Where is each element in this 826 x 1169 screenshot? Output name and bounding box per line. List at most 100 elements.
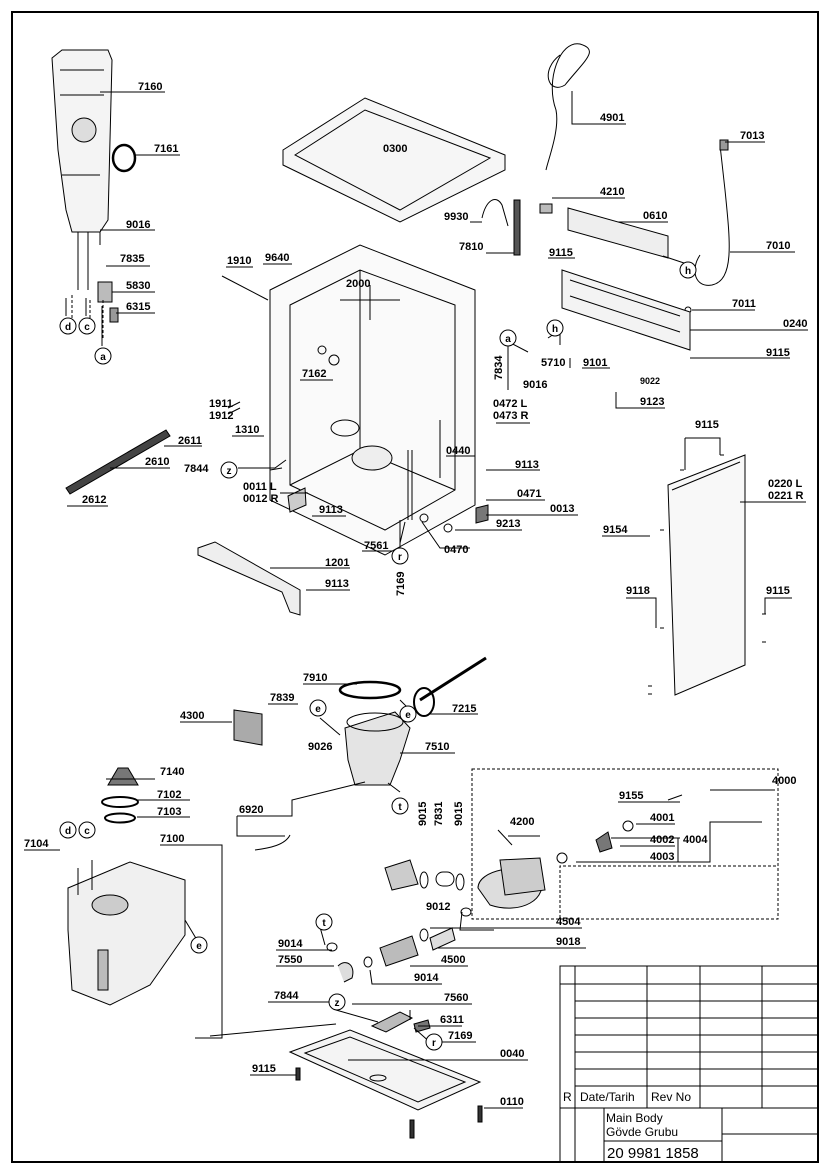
part-label: 4500: [441, 954, 465, 966]
part-label: 2611: [178, 435, 202, 447]
part-label: 7160: [138, 81, 162, 93]
part-label: 0011 L: [243, 481, 277, 493]
part-label: 9930: [444, 211, 468, 223]
part-label: 7162: [302, 368, 326, 380]
part-label: 1310: [235, 424, 259, 436]
part-label: 9115: [549, 247, 573, 259]
part-label: 0240: [783, 318, 807, 330]
part-label: 9016: [126, 219, 150, 231]
part-label: 7102: [157, 789, 181, 801]
callout-z: z: [227, 466, 232, 477]
part-label: 5710: [541, 357, 565, 369]
part-label: 9154: [603, 524, 628, 536]
part-label: 9113: [515, 459, 539, 471]
part-label: 9123: [640, 396, 664, 408]
part-label: 9026: [308, 741, 332, 753]
part-label: 7844: [274, 990, 299, 1002]
callout-circles: d c a h a h z r e e t d c e t z r: [59, 261, 697, 1051]
part-label: 0472 L: [493, 398, 528, 410]
part-label: 4002: [650, 834, 674, 846]
leader-lines: [24, 91, 808, 1109]
part-label: 7561: [364, 540, 388, 552]
part-label: 0013: [550, 503, 574, 515]
part-label: 9115: [695, 419, 719, 431]
part-label: 9118: [626, 585, 650, 597]
part-label: 9022: [640, 376, 660, 386]
part-label: 9640: [265, 252, 289, 264]
part-label: 4300: [180, 710, 204, 722]
part-label: 0040: [500, 1048, 524, 1060]
revision-r-label: R: [563, 1090, 572, 1104]
part-label: 0012 R: [243, 493, 279, 505]
callout-a: a: [505, 334, 511, 345]
callout-d: d: [65, 322, 71, 333]
part-label: 5830: [126, 280, 150, 292]
callout-h: h: [685, 266, 691, 277]
part-label: 2610: [145, 456, 169, 468]
callout-e: e: [196, 941, 202, 952]
drawing-number: 20 9981 1858: [607, 1145, 699, 1162]
part-label: 4210: [600, 186, 624, 198]
title-english: Main Body: [606, 1111, 663, 1125]
part-label: 4003: [650, 851, 674, 863]
callout-c: c: [84, 322, 90, 333]
part-label: 7831: [433, 802, 445, 826]
part-label: 9115: [766, 585, 790, 597]
part-label: 0610: [643, 210, 667, 222]
part-label: 7100: [160, 833, 184, 845]
title-block: [559, 965, 819, 1163]
part-label: 7835: [120, 253, 144, 265]
part-label: 7839: [270, 692, 294, 704]
part-label: 1910: [227, 255, 251, 267]
part-label: 9012: [426, 901, 450, 913]
part-label: 9015: [417, 802, 429, 826]
part-label: 0440: [446, 445, 470, 457]
part-label: 7169: [448, 1030, 472, 1042]
callout-c: c: [84, 826, 90, 837]
part-label: 0220 L: [768, 478, 803, 490]
date-column-header: Date/Tarih: [580, 1090, 635, 1104]
part-label: 7834: [493, 355, 505, 380]
part-label: 0470: [444, 544, 468, 556]
part-label: 7844: [184, 463, 209, 475]
part-label: 9101: [583, 357, 607, 369]
title-turkish: Gövde Grubu: [606, 1125, 678, 1139]
rev-column-header: Rev No: [651, 1090, 691, 1104]
part-label: 9015: [453, 802, 465, 826]
part-label: 7161: [154, 143, 178, 155]
part-label: 1201: [325, 557, 349, 569]
part-label: 9014: [414, 972, 439, 984]
part-label: 2000: [346, 278, 370, 290]
part-label: 7510: [425, 741, 449, 753]
part-label: 4000: [772, 775, 796, 787]
part-label: 2612: [82, 494, 106, 506]
callout-a: a: [100, 352, 106, 363]
part-label: 9115: [766, 347, 790, 359]
part-label: 7013: [740, 130, 764, 142]
callout-h: h: [552, 324, 558, 335]
part-label: 6920: [239, 804, 263, 816]
part-label: 7550: [278, 954, 302, 966]
title-block-text: R Date/Tarih Rev No Main Body Gövde Grub…: [563, 1090, 699, 1162]
part-label: 4901: [600, 112, 624, 124]
callout-e: e: [405, 710, 411, 721]
part-label: 9155: [619, 790, 643, 802]
part-label: 7810: [459, 241, 483, 253]
part-label: 4001: [650, 812, 674, 824]
part-label: 7169: [395, 572, 407, 596]
callout-e: e: [315, 704, 321, 715]
part-label: 7910: [303, 672, 327, 684]
part-label: 9115: [252, 1063, 276, 1075]
part-drawings: [51, 43, 779, 1139]
part-label: 0471: [517, 488, 541, 500]
part-label: 7104: [24, 838, 49, 850]
part-label: 9018: [556, 936, 580, 948]
part-label: 0110: [500, 1096, 524, 1108]
callout-t: t: [322, 918, 326, 929]
part-label: 4004: [683, 834, 708, 846]
part-label: 1911: [209, 398, 233, 410]
part-label: 7011: [732, 298, 756, 310]
part-label: 7140: [160, 766, 184, 778]
callout-z: z: [335, 998, 340, 1009]
